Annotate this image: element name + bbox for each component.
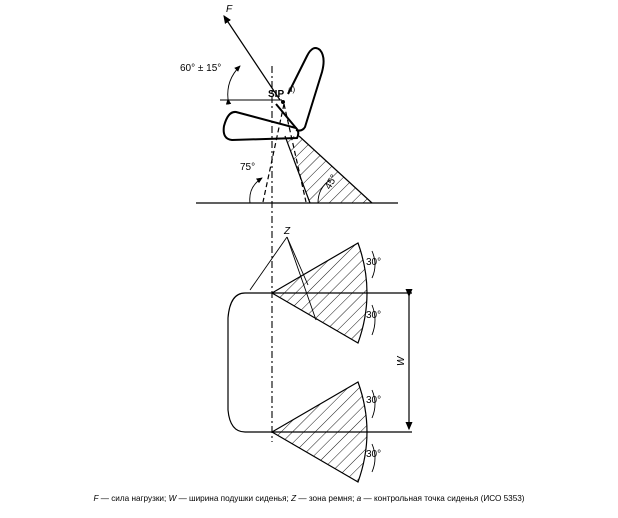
angle-60-arc (225, 65, 241, 105)
angle-75-arc (249, 177, 263, 204)
caption-f-text: — сила нагрузки; (98, 494, 169, 503)
sip-label: SIP (268, 89, 284, 100)
belt-zone-side (285, 136, 372, 203)
seat-cushion-top (227, 292, 272, 433)
angle-30-label-3: 30° (366, 395, 381, 406)
caption-w-text: — ширина подушки сиденья; (176, 494, 292, 503)
force-vector (223, 15, 281, 101)
caption-a-text: — контрольная точка сиденья (ИСО 5353) (361, 494, 525, 503)
legend-caption: F — сила нагрузки; W — ширина подушки си… (0, 494, 618, 503)
seat-cushion (222, 110, 300, 142)
caption-z-symbol: Z (291, 494, 297, 503)
angle-60-label: 60° ± 15° (180, 63, 221, 74)
side-view: F 60° ± 15° SIP a) 75° 45° (180, 4, 398, 442)
sip-note: a) (288, 85, 295, 94)
seat-back (287, 47, 325, 132)
caption-w-symbol: W (168, 494, 177, 503)
angle-30-label-2: 30° (366, 310, 381, 321)
top-view: Z 30° 30° 30° 30° W (227, 226, 413, 483)
width-label: W (396, 355, 407, 366)
caption-z-text: — зона ремня; (296, 494, 357, 503)
force-label: F (226, 4, 233, 15)
caption-a-symbol: a (356, 494, 362, 503)
angle-30-label-1: 30° (366, 257, 381, 268)
zone-label: Z (283, 226, 291, 237)
angle-30-label-4: 30° (366, 449, 381, 460)
sip-point (281, 100, 285, 104)
angle-45-arc (317, 179, 331, 204)
caption-f-symbol: F (93, 494, 99, 503)
angle-75-label: 75° (240, 162, 255, 173)
line-75-deg (283, 103, 307, 203)
